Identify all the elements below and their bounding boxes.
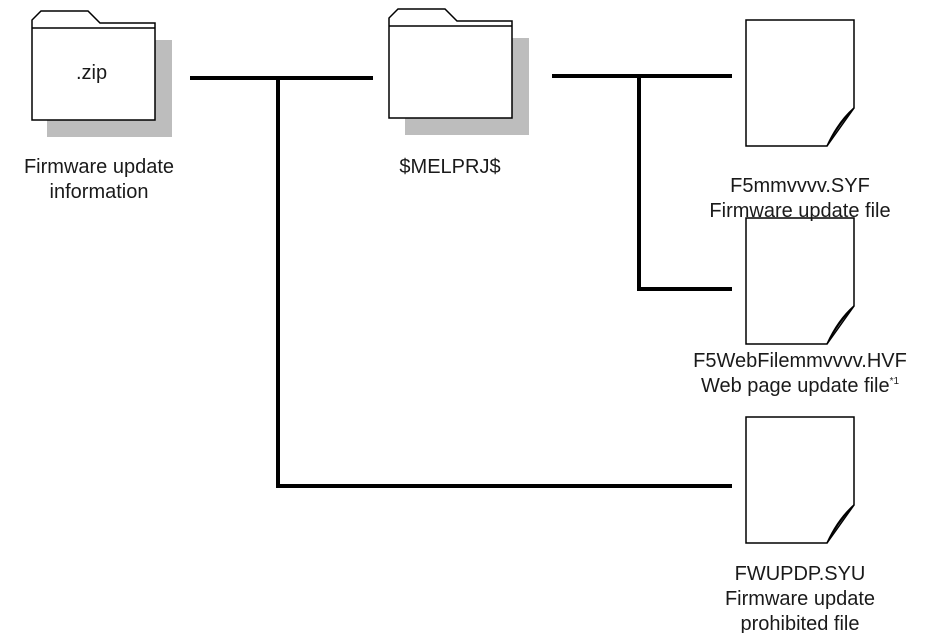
syu-filename: FWUPDP.SYU — [734, 563, 866, 585]
hvf-file-caption: F5WebFilemmvvvv.HVF Web page update file… — [670, 349, 930, 399]
document-page — [745, 217, 855, 345]
hvf-description-line: Web page update file*1 — [670, 374, 930, 399]
syf-description: Firmware update file — [709, 200, 891, 222]
hvf-document-icon — [745, 217, 855, 345]
zip-folder-label: .zip — [76, 62, 108, 84]
syf-filename: F5mmvvvv.SYF — [730, 175, 870, 197]
zip-folder-caption: Firmware update information — [0, 155, 198, 205]
folder-body — [388, 8, 513, 119]
syf-file-caption: F5mmvvvv.SYF Firmware update file — [690, 174, 910, 224]
document-fold — [826, 504, 855, 544]
syu-description-line2: prohibited file — [740, 613, 860, 633]
syf-document-icon — [745, 19, 855, 147]
zip-caption-line2: information — [49, 181, 149, 203]
zip-caption-line1: Firmware update — [23, 156, 175, 178]
syu-file-caption: FWUPDP.SYU Firmware update prohibited fi… — [690, 562, 910, 633]
document-page — [745, 19, 855, 147]
hvf-description: Web page update file — [700, 375, 890, 397]
document-fold — [826, 305, 855, 345]
document-page — [745, 416, 855, 544]
melprj-folder-icon — [388, 8, 529, 135]
zip-folder-icon — [31, 10, 172, 137]
hvf-filename: F5WebFilemmvvvv.HVF — [693, 350, 907, 372]
melprj-folder-caption: $MELPRJ$ — [360, 155, 540, 180]
connector-lines — [190, 74, 732, 488]
hvf-footnote-marker: *1 — [889, 376, 900, 387]
folder-body — [31, 10, 156, 121]
document-fold — [826, 107, 855, 147]
syu-description-line1: Firmware update — [724, 588, 876, 610]
melprj-caption: $MELPRJ$ — [399, 156, 501, 178]
syu-document-icon — [745, 416, 855, 544]
